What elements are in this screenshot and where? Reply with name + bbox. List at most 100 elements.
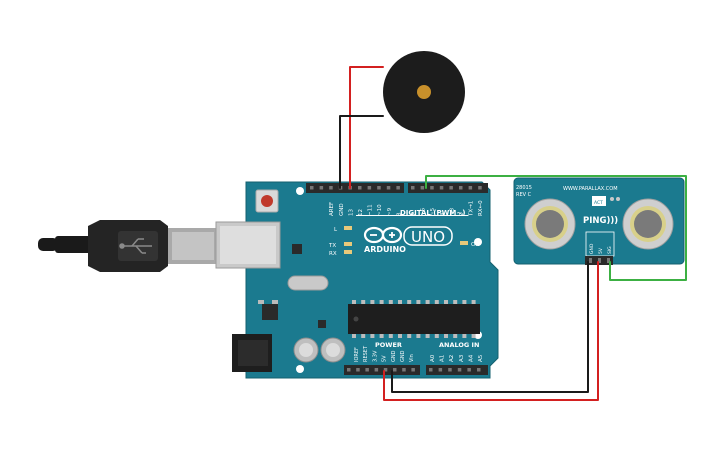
mounting-hole bbox=[474, 238, 482, 246]
digital-pin-label: ~3 bbox=[449, 207, 455, 216]
digital-pin-label: TX→1 bbox=[469, 201, 475, 217]
pin-hole bbox=[411, 186, 415, 190]
arduino-infinity-logo-icon bbox=[363, 226, 403, 244]
analog-pin-label: A3 bbox=[459, 354, 465, 362]
chip-pin bbox=[407, 334, 412, 338]
analog-pin-label: A5 bbox=[478, 354, 484, 362]
chip-pin bbox=[453, 334, 458, 338]
pin-hole bbox=[386, 186, 391, 190]
digital-pin-label: ~5 bbox=[430, 207, 436, 216]
digital-pin-label: 2 bbox=[459, 213, 465, 217]
small-chip bbox=[318, 320, 326, 328]
arduino-logo-text: ARDUINO bbox=[364, 245, 406, 254]
pin-hole bbox=[367, 186, 372, 190]
chip-pin bbox=[444, 300, 448, 304]
piezo-buzzer[interactable] bbox=[383, 51, 465, 133]
chip-pin bbox=[425, 334, 430, 338]
analog-pin-label: A0 bbox=[430, 354, 436, 362]
pin-hole bbox=[402, 368, 406, 372]
sensor-rev: REV C bbox=[516, 192, 532, 198]
power-pin-label: IOREF bbox=[354, 347, 360, 362]
analog-pin-label: A1 bbox=[440, 355, 446, 362]
chip-pin bbox=[434, 334, 439, 338]
reset-button[interactable] bbox=[255, 189, 279, 213]
buzzer-black-wire bbox=[339, 115, 384, 189]
sensor-pin-header[interactable] bbox=[585, 256, 613, 265]
digital-pin-label: 8 bbox=[396, 212, 402, 216]
wires bbox=[339, 66, 687, 401]
svg-text:ON: ON bbox=[471, 242, 479, 248]
crystal-oscillator bbox=[287, 275, 329, 291]
chip-pin bbox=[370, 300, 375, 304]
pin-hole bbox=[374, 368, 379, 372]
chip-pin bbox=[425, 300, 430, 304]
sensor-act-label: ACT bbox=[594, 200, 603, 206]
power-header[interactable] bbox=[344, 365, 420, 375]
analog-header[interactable] bbox=[426, 365, 488, 375]
pin-hole bbox=[358, 186, 362, 190]
chip-pin bbox=[352, 334, 356, 338]
bottom-pin-holes bbox=[347, 368, 481, 372]
pin-hole bbox=[377, 186, 381, 190]
digital-pin-label: ~6 bbox=[421, 207, 427, 216]
chip-pin bbox=[444, 334, 448, 338]
transducer-right bbox=[622, 198, 674, 250]
pin-hole bbox=[467, 368, 471, 372]
small-chip bbox=[292, 244, 302, 254]
mounting-hole bbox=[296, 365, 304, 373]
digital-pin-label: AREF bbox=[329, 202, 335, 216]
mounting-hole bbox=[296, 187, 304, 195]
sensor-ground-wire bbox=[391, 261, 589, 393]
buzzer-red-wire bbox=[349, 66, 384, 189]
pin-hole bbox=[429, 368, 433, 372]
chip-pin bbox=[471, 300, 476, 304]
uno-badge: UNO bbox=[403, 226, 453, 246]
sensor-name: PING))) bbox=[583, 216, 618, 226]
chip-pin bbox=[379, 300, 384, 304]
chip-pins bbox=[352, 300, 476, 338]
led-rx: RX bbox=[329, 250, 352, 257]
svg-text:TX: TX bbox=[328, 243, 336, 249]
pin-hole bbox=[459, 186, 463, 190]
svg-text:UNO: UNO bbox=[411, 228, 445, 246]
pin-hole bbox=[457, 368, 462, 372]
sensor-signal-wire bbox=[425, 175, 687, 281]
usb-symbol-icon bbox=[119, 238, 152, 254]
pin-hole bbox=[468, 186, 473, 190]
digital-header[interactable] bbox=[306, 183, 488, 193]
chip-pin bbox=[388, 300, 393, 304]
pin-hole bbox=[329, 186, 333, 190]
digital-pin-label: RX←0 bbox=[478, 200, 484, 216]
usb-cable bbox=[38, 220, 218, 272]
sensor-pin-label: 5V bbox=[598, 247, 604, 254]
svg-text:RX: RX bbox=[329, 251, 337, 257]
sensor-pin-label: SIG bbox=[607, 246, 613, 254]
power-label: POWER bbox=[375, 341, 402, 349]
pin-hole bbox=[449, 186, 453, 190]
digital-pin-label: ~10 bbox=[377, 204, 383, 216]
chip-pin bbox=[416, 300, 421, 304]
ping-ultrasonic-sensor[interactable]: 28015 REV C WWW.PARALLAX.COM ACT PING)))… bbox=[513, 177, 685, 265]
digital-pin-label: 7 bbox=[411, 212, 417, 216]
pin-hole bbox=[478, 186, 482, 190]
chip-pin bbox=[416, 334, 421, 338]
capacitor bbox=[293, 337, 319, 363]
transducer-left bbox=[524, 198, 576, 250]
power-pin-label: RESET bbox=[363, 345, 369, 362]
digital-pin-label: ~11 bbox=[368, 204, 374, 216]
digital-pin-label: GND bbox=[339, 203, 345, 216]
power-pin-label: GND bbox=[400, 350, 406, 362]
analog-pin-label: A2 bbox=[449, 355, 455, 362]
digital-pin-label: 12 bbox=[358, 209, 364, 216]
act-led bbox=[610, 197, 614, 201]
chip-pin bbox=[434, 300, 439, 304]
pin-hole bbox=[420, 186, 425, 190]
capacitor bbox=[320, 337, 346, 363]
chip-pin bbox=[471, 334, 476, 338]
pin-hole bbox=[393, 368, 397, 372]
pin-hole bbox=[438, 368, 443, 372]
